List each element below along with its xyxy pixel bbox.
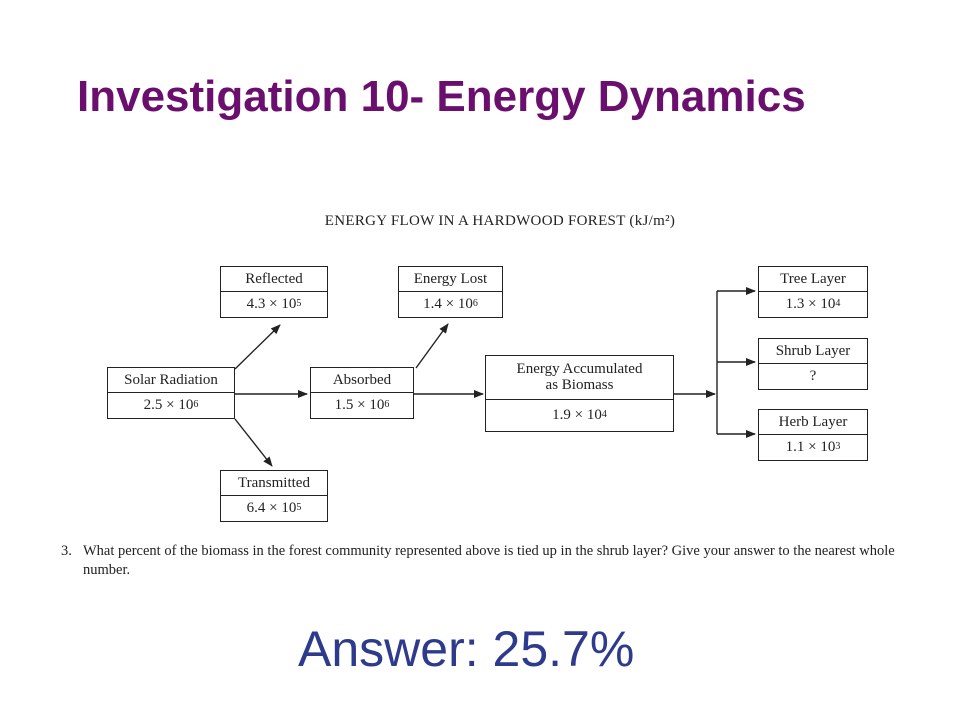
arrow-absorbed-lost xyxy=(415,323,449,369)
diagram-title: ENERGY FLOW IN A HARDWOOD FOREST (kJ/m²) xyxy=(324,213,676,229)
answer-text: Answer: 25.7% xyxy=(298,621,635,677)
question-number: 3. xyxy=(61,543,72,559)
node-shrub-layer: Shrub Layer ? xyxy=(758,338,868,390)
arrow-solar-transmitted xyxy=(234,418,273,467)
flow-arrows xyxy=(234,287,756,467)
arrow-solar-reflected xyxy=(234,324,281,370)
slide-title: Investigation 10- Energy Dynamics xyxy=(77,72,806,121)
question-body: What percent of the biomass in the fores… xyxy=(83,543,895,578)
diagram-figure: ENERGY FLOW IN A HARDWOOD FOREST (kJ/m²)… xyxy=(50,178,950,593)
